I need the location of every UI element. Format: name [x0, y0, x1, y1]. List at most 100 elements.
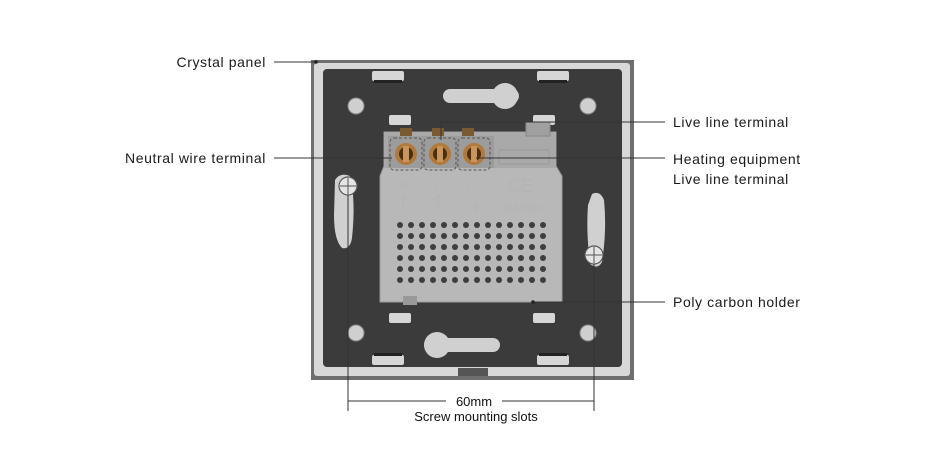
vent-hole — [452, 277, 458, 283]
vent-hole — [419, 222, 425, 228]
vent-hole — [419, 233, 425, 239]
vent-hole — [397, 255, 403, 261]
vent-hole — [463, 222, 469, 228]
vent-grid — [397, 222, 546, 283]
vent-hole — [452, 266, 458, 272]
screw-slot-right — [584, 192, 606, 267]
terminal-l1 — [463, 143, 485, 165]
vent-hole — [485, 244, 491, 250]
vent-hole — [529, 255, 535, 261]
vent-hole — [496, 233, 502, 239]
terminal-clamps — [400, 128, 474, 136]
terminal-highlights — [389, 137, 491, 171]
vent-hole — [540, 244, 546, 250]
vent-hole — [529, 233, 535, 239]
vent-hole — [540, 222, 546, 228]
callout-dots — [314, 60, 535, 304]
label-live-line-terminal: Live line terminal — [673, 114, 789, 130]
vent-hole — [474, 266, 480, 272]
vent-hole — [441, 277, 447, 283]
vent-hole — [430, 266, 436, 272]
frame-bottom-notch — [458, 368, 488, 376]
vent-hole — [397, 244, 403, 250]
vent-hole — [507, 244, 513, 250]
vent-hole — [496, 244, 502, 250]
vent-hole — [540, 255, 546, 261]
vent-hole — [430, 244, 436, 250]
label-heating-live-line-terminal: Live line terminal — [673, 171, 789, 187]
vent-hole — [485, 277, 491, 283]
vent-hole — [441, 255, 447, 261]
keyhole-slot-bottom — [424, 332, 500, 358]
vent-hole — [518, 222, 524, 228]
vent-hole — [485, 233, 491, 239]
vent-hole — [474, 244, 480, 250]
vent-hole — [441, 233, 447, 239]
terminal-n — [395, 143, 417, 165]
vent-hole — [463, 255, 469, 261]
vent-hole — [408, 244, 414, 250]
frame-tab-shadows — [374, 80, 567, 356]
vent-hole — [474, 255, 480, 261]
vent-hole — [485, 222, 491, 228]
direction-arrows — [398, 194, 480, 211]
marking-l1: L1 — [466, 180, 478, 191]
vent-hole — [485, 266, 491, 272]
vent-hole — [518, 244, 524, 250]
vent-hole — [441, 222, 447, 228]
vent-hole — [474, 222, 480, 228]
leader-live-line — [440, 121, 665, 140]
terminal-l — [429, 143, 451, 165]
vent-hole — [452, 244, 458, 250]
holder-latch — [525, 121, 551, 137]
vent-hole — [507, 233, 513, 239]
vent-hole — [397, 266, 403, 272]
screw-slot-left — [334, 174, 358, 249]
vent-hole — [507, 277, 513, 283]
vent-hole — [452, 233, 458, 239]
vent-hole — [463, 244, 469, 250]
vent-hole — [397, 222, 403, 228]
marking-l: L — [434, 180, 440, 191]
vent-hole — [496, 266, 502, 272]
vent-hole — [507, 266, 513, 272]
dimension-value: 60mm — [456, 394, 492, 409]
vent-hole — [507, 222, 513, 228]
vent-hole — [463, 266, 469, 272]
vent-hole — [419, 277, 425, 283]
vent-hole — [408, 255, 414, 261]
vent-hole — [496, 222, 502, 228]
vent-hole — [430, 255, 436, 261]
marking-ce: CE — [508, 176, 533, 196]
vent-hole — [474, 233, 480, 239]
vent-hole — [452, 222, 458, 228]
vent-hole — [474, 277, 480, 283]
vent-hole — [529, 266, 535, 272]
label-crystal-panel: Crystal panel — [176, 54, 266, 70]
vent-hole — [529, 222, 535, 228]
vent-hole — [397, 233, 403, 239]
vent-hole — [397, 277, 403, 283]
vent-hole — [441, 244, 447, 250]
vent-hole — [419, 255, 425, 261]
vent-hole — [452, 255, 458, 261]
vent-hole — [529, 277, 535, 283]
vent-hole — [463, 277, 469, 283]
poly-carbon-holder: N L L1 CE 16A 250V~ — [379, 121, 563, 305]
vent-hole — [408, 266, 414, 272]
vent-hole — [430, 222, 436, 228]
vent-hole — [463, 233, 469, 239]
label-poly-carbon-holder: Poly carbon holder — [673, 294, 801, 310]
marking-rating: 16A 250V~ — [503, 203, 547, 213]
vent-hole — [419, 244, 425, 250]
vent-hole — [408, 233, 414, 239]
vent-hole — [408, 222, 414, 228]
vent-hole — [496, 255, 502, 261]
vent-hole — [518, 277, 524, 283]
vent-hole — [441, 266, 447, 272]
vent-hole — [485, 255, 491, 261]
vent-hole — [540, 233, 546, 239]
label-heating-equipment: Heating equipment — [673, 151, 801, 167]
marking-n: N — [400, 180, 407, 191]
